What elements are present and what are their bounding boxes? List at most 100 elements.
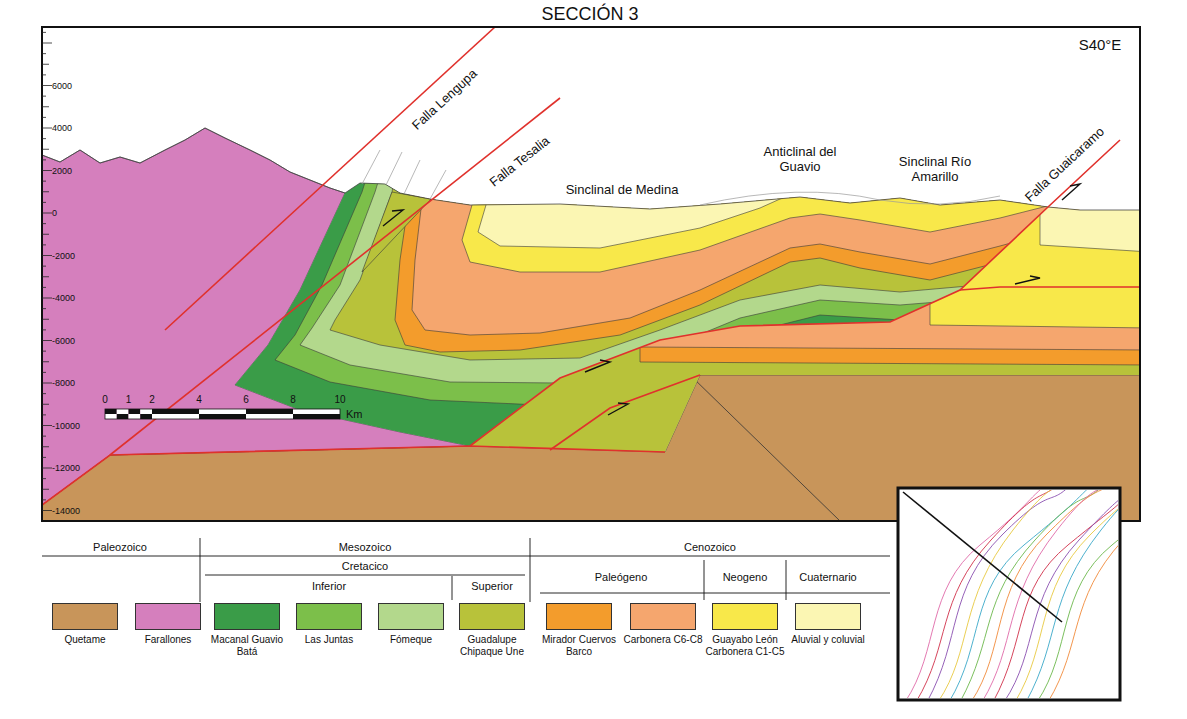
axis-tick — [42, 74, 46, 75]
legend-rule — [452, 576, 453, 600]
axis-tick — [42, 308, 46, 309]
axis-value: 4000 — [52, 123, 72, 133]
scale-value: 4 — [196, 394, 202, 406]
scale-segment — [246, 409, 293, 414]
legend-label: Carbonera C6-C8 — [623, 634, 703, 646]
legend-swatch — [214, 603, 280, 630]
axis-value: -4000 — [52, 293, 75, 303]
axis-tick — [42, 202, 46, 203]
scale-segment — [117, 409, 129, 414]
scale-segment — [246, 414, 293, 419]
fold-label: Sinclinal Río Amarillo — [894, 155, 976, 185]
axis-value: 2000 — [52, 165, 72, 175]
axis-tick — [42, 425, 52, 426]
legend-swatch — [52, 603, 118, 630]
contour-line — [938, 490, 1088, 698]
guayabo-unit — [462, 0, 1150, 272]
legend-label: Guadalupe Chipaque Une — [452, 634, 532, 657]
guadalupe-unit — [362, 192, 431, 272]
fault-line — [960, 287, 1140, 290]
mirador-unit — [395, 0, 1150, 352]
axis-tick — [42, 85, 52, 86]
legend-swatch — [459, 603, 525, 630]
legend-heading: Paleozoico — [93, 541, 147, 554]
axis-value: -8000 — [52, 378, 75, 388]
axis-tick — [42, 489, 49, 490]
slip-arrow — [608, 403, 628, 415]
slip-arrow — [1015, 276, 1040, 284]
legend-rule — [704, 560, 705, 600]
slip-arrow — [585, 360, 610, 372]
axis-tick — [42, 510, 52, 511]
contour-line — [1004, 490, 1118, 698]
fault-label: Falla Lengupa — [410, 67, 481, 134]
axis-tick — [42, 244, 46, 245]
axis-tick — [42, 372, 46, 373]
fold-label: Anticlinal del Guavio — [745, 145, 855, 175]
scale-segment — [129, 409, 141, 414]
legend-swatch — [296, 603, 362, 630]
carbonera-unit — [412, 0, 1150, 335]
contour-line — [1015, 490, 1118, 698]
slip-arrow — [1062, 184, 1080, 200]
axis-tick — [42, 319, 49, 320]
legend-label: Farallones — [128, 634, 208, 646]
basement-contact — [690, 375, 840, 521]
legend-label: Quetame — [45, 634, 125, 646]
scale-value: 6 — [243, 394, 249, 406]
scale-value: 0 — [102, 394, 108, 406]
scale-segment — [117, 414, 129, 419]
axis-value: -14000 — [52, 505, 80, 515]
legend-swatch — [135, 603, 201, 630]
eroded-trace — [362, 150, 380, 184]
axis-tick — [42, 457, 46, 458]
legend-rule — [200, 538, 201, 602]
legend-heading: Cenozoico — [684, 541, 736, 554]
axis-tick — [42, 276, 49, 277]
axis-tick — [42, 170, 52, 171]
axis-tick — [42, 351, 46, 352]
axis-tick — [42, 32, 46, 33]
scale-segment — [105, 409, 117, 414]
legend-heading: Superior — [471, 580, 513, 593]
legend-rule — [42, 556, 890, 557]
axis-tick — [42, 234, 49, 235]
axis-tick — [42, 340, 52, 341]
contour-line — [905, 490, 1055, 698]
legend-swatch — [630, 603, 696, 630]
section-trace — [903, 492, 1062, 622]
axis-tick — [42, 128, 52, 129]
axis-value: -2000 — [52, 250, 75, 260]
scale-value: 1 — [126, 394, 132, 406]
axis-tick — [42, 329, 46, 330]
axis-tick — [42, 159, 46, 160]
scale-segment — [140, 414, 152, 419]
scale-value: 2 — [149, 394, 155, 406]
axis-tick — [42, 478, 46, 479]
axis-value: -10000 — [52, 420, 80, 430]
legend-swatch — [546, 603, 612, 630]
eroded-trace — [700, 192, 880, 205]
scale-segment — [152, 409, 199, 414]
scale-segment — [105, 414, 117, 419]
section-frame — [42, 27, 1140, 521]
scale-segment — [152, 414, 199, 419]
axis-tick — [42, 361, 49, 362]
axis-tick — [42, 96, 46, 97]
axis-tick — [42, 149, 49, 150]
legend-swatch — [712, 603, 778, 630]
axis-tick — [42, 117, 46, 118]
fault-line — [110, 98, 560, 455]
legend-label: Mirador Cuervos Barco — [539, 634, 619, 657]
axis-tick — [42, 404, 49, 405]
axis-tick — [42, 266, 46, 267]
contour-line — [1026, 490, 1118, 698]
axis-tick — [42, 181, 46, 182]
axis-tick — [42, 383, 52, 384]
axis-tick — [42, 436, 46, 437]
axis-tick — [42, 287, 46, 288]
inset-contours — [905, 490, 1118, 698]
